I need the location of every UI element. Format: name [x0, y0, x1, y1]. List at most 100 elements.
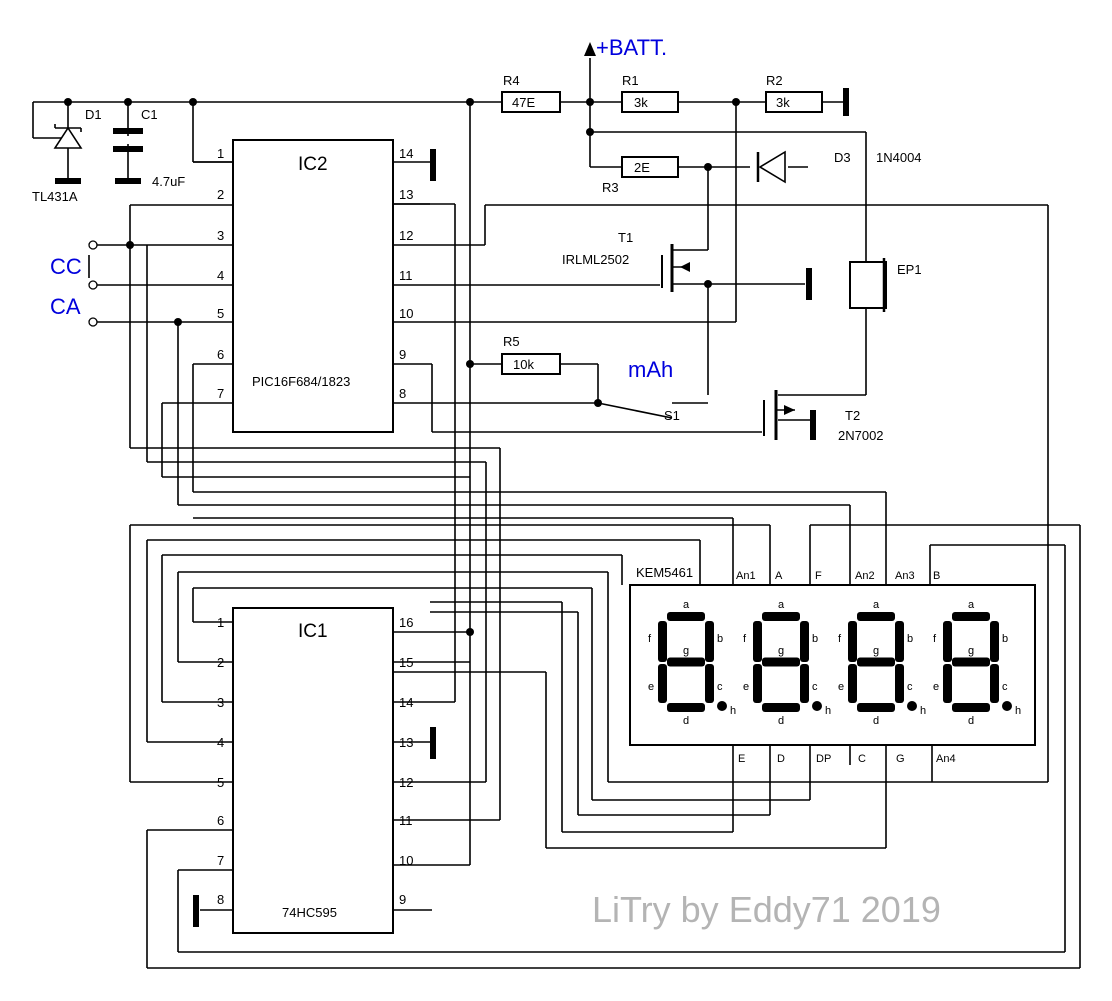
display-pin-an1: An1	[736, 570, 756, 582]
digit-3-label-e: e	[838, 681, 844, 693]
digit-3-segment-c	[895, 664, 904, 703]
ic1-pin-4: 4	[217, 735, 224, 750]
ic2-pin-3: 3	[217, 228, 224, 243]
ic2-name: IC2	[298, 154, 328, 175]
digit-4-segment-a	[952, 612, 990, 621]
ic1-pin-15: 15	[399, 655, 413, 670]
digit-4-label-b: b	[1002, 633, 1008, 645]
ic1-pin-14: 14	[399, 695, 413, 710]
digit-2-segment-e	[753, 664, 762, 703]
digit-4-label-a: a	[968, 599, 975, 611]
r5-ref: R5	[503, 334, 520, 349]
digit-3-label-d: d	[873, 715, 879, 727]
ic1-pin-9: 9	[399, 892, 406, 907]
digit-3-label-a: a	[873, 599, 880, 611]
c1-value: 4.7uF	[152, 174, 185, 189]
display-pin-g: G	[896, 753, 905, 765]
digit-3-label-c: c	[907, 681, 913, 693]
c1-capacitor-symbol	[113, 128, 143, 152]
digit-1-label-h: h	[730, 705, 736, 717]
ic2-pin-9: 9	[399, 347, 406, 362]
ic2-pin-1: 1	[217, 146, 224, 161]
display-pin-b: B	[933, 570, 940, 582]
ic2-pin-7: 7	[217, 386, 224, 401]
digit-3-segment-f	[848, 621, 857, 662]
t1-mosfet-symbol	[661, 244, 690, 292]
display-pin-dp: DP	[816, 753, 831, 765]
ic2-pin-10: 10	[399, 306, 413, 321]
ep1-buzzer	[849, 261, 887, 309]
display-pin-an3: An3	[895, 570, 915, 582]
digit-2-segment-a	[762, 612, 800, 621]
ic2-pin-13: 13	[399, 187, 413, 202]
ca-label: CA	[50, 294, 81, 319]
digit-2-label-c: c	[812, 681, 818, 693]
digit-1-segment-a	[667, 612, 705, 621]
ic2-pin-stubs	[193, 161, 430, 205]
d1-ref: D1	[85, 107, 102, 122]
ic1-chip	[232, 607, 394, 934]
digit-2-label-d: d	[778, 715, 784, 727]
t2-part: 2N7002	[838, 428, 884, 443]
digit-1-segment-d	[667, 703, 705, 712]
digit-2-decimal-point	[812, 701, 822, 711]
ic1-pin-2: 2	[217, 655, 224, 670]
digit-2-segment-d	[762, 703, 800, 712]
digit-2-segment-b	[800, 621, 809, 662]
digit-1-segment-b	[705, 621, 714, 662]
ground-bars	[55, 88, 849, 927]
d1-part: TL431A	[32, 189, 78, 204]
t1-ref: T1	[618, 230, 633, 245]
display-part: KEM5461	[636, 565, 693, 580]
digit-3-segment-a	[857, 612, 895, 621]
digit-3-label-f: f	[838, 633, 842, 645]
r2-resistor	[765, 91, 823, 113]
watermark: LiTry by Eddy71 2019	[592, 889, 941, 930]
battery-label: +BATT.	[596, 35, 667, 60]
ic1-pin-10: 10	[399, 853, 413, 868]
digit-2-segment-g	[762, 657, 800, 667]
digit-2-segment-c	[800, 664, 809, 703]
ic1-pin-11: 11	[399, 813, 413, 828]
digit-3-segment-e	[848, 664, 857, 703]
junctions	[64, 98, 740, 636]
digit-3-label-b: b	[907, 633, 913, 645]
r5-resistor	[501, 353, 561, 375]
digit-3-decimal-point	[907, 701, 917, 711]
digit-3-label-h: h	[920, 705, 926, 717]
ic1-pin-1: 1	[217, 615, 224, 630]
digit-3-segment-g	[857, 657, 895, 667]
digit-1-segment-g	[667, 657, 705, 667]
digit-1-label-e: e	[648, 681, 654, 693]
ic1-name: IC1	[298, 621, 328, 642]
ic2-pin-6: 6	[217, 347, 224, 362]
ep1-ref: EP1	[897, 262, 922, 277]
d3-part: 1N4004	[876, 150, 922, 165]
wires	[32, 58, 1081, 969]
cc-label: CC	[50, 254, 82, 279]
digit-2-label-b: b	[812, 633, 818, 645]
d3-diode-symbol	[756, 150, 786, 184]
t2-mosfet-symbol	[763, 390, 795, 440]
ic1-pin-8: 8	[217, 892, 224, 907]
ic1-pin-13: 13	[399, 735, 413, 750]
digit-3-label-g: g	[873, 645, 879, 657]
digit-3-segment-b	[895, 621, 904, 662]
digit-4-segment-f	[943, 621, 952, 662]
ic1-pin-5: 5	[217, 775, 224, 790]
digit-1-label-g: g	[683, 645, 689, 657]
ic2-pin-14: 14	[399, 146, 413, 161]
digit-4-label-h: h	[1015, 705, 1021, 717]
d3-ref: D3	[834, 150, 851, 165]
display-pin-a: A	[775, 570, 783, 582]
display-module	[629, 584, 1036, 746]
digit-3-segment-d	[857, 703, 895, 712]
ic1-pin-12: 12	[399, 775, 413, 790]
ic1-part: 74HC595	[282, 905, 337, 920]
ic2-part: PIC16F684/1823	[252, 374, 350, 389]
cc-terminal-top	[88, 240, 98, 250]
digit-1-label-f: f	[648, 633, 652, 645]
s1-ref: S1	[664, 408, 680, 423]
t2-ref: T2	[845, 408, 860, 423]
